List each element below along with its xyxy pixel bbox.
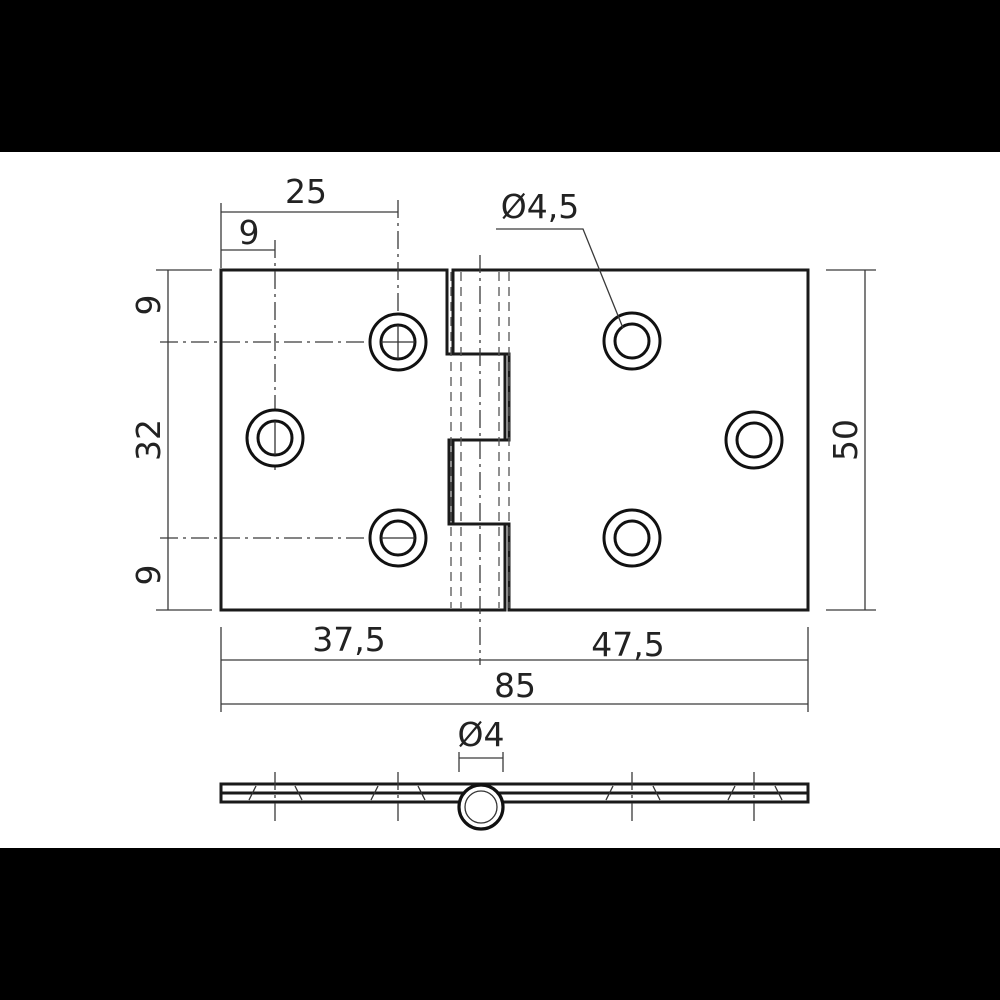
- dim-label-9-top: 9: [239, 213, 260, 252]
- dim-label-9-left-top: 9: [129, 295, 168, 316]
- dim-label-hole-diameter: Ø4,5: [501, 187, 579, 226]
- top-black-band: [0, 0, 1000, 152]
- dim-label-50: 50: [826, 419, 865, 461]
- countersink-taper: [605, 785, 614, 801]
- hole-icon: [735, 421, 773, 459]
- right-leaf-outline: [451, 268, 810, 612]
- countersink-taper: [417, 785, 426, 801]
- countersink-taper: [248, 785, 257, 801]
- side-view: [219, 772, 810, 831]
- dimensions: 25 9 Ø4,5 9 32 9 50 37,5 47,5 85 Ø4: [129, 172, 876, 772]
- side-countersinks: [248, 785, 783, 801]
- dim-label-25: 25: [285, 172, 327, 211]
- drawing-sheet: [0, 152, 1000, 848]
- hole-left-bottom: [368, 508, 428, 568]
- hole-icon: [613, 322, 651, 360]
- front-view: [160, 200, 810, 665]
- dim-label-47-5: 47,5: [591, 625, 664, 664]
- dim-label-9-left-bottom: 9: [129, 565, 168, 586]
- hole-diameter-leader: [496, 228, 624, 329]
- hinge-pin-inner-icon: [464, 790, 498, 824]
- hole-left-top: [368, 312, 428, 372]
- dim-label-pin-diameter: Ø4: [458, 715, 505, 754]
- hole-right-bottom: [602, 508, 662, 568]
- dim-label-85: 85: [494, 666, 536, 705]
- countersink-taper: [652, 785, 661, 801]
- hole-right-top: [602, 311, 662, 371]
- hole-left-middle: [245, 408, 305, 468]
- countersink-taper: [370, 785, 379, 801]
- hole-icon: [613, 519, 651, 557]
- countersink-taper: [774, 785, 783, 801]
- countersink-taper: [727, 785, 736, 801]
- dim-label-37-5: 37,5: [312, 620, 385, 659]
- dim-label-32: 32: [129, 419, 168, 461]
- hole-right-middle: [724, 410, 784, 470]
- bottom-black-band: [0, 848, 1000, 1000]
- countersink-taper: [294, 785, 303, 801]
